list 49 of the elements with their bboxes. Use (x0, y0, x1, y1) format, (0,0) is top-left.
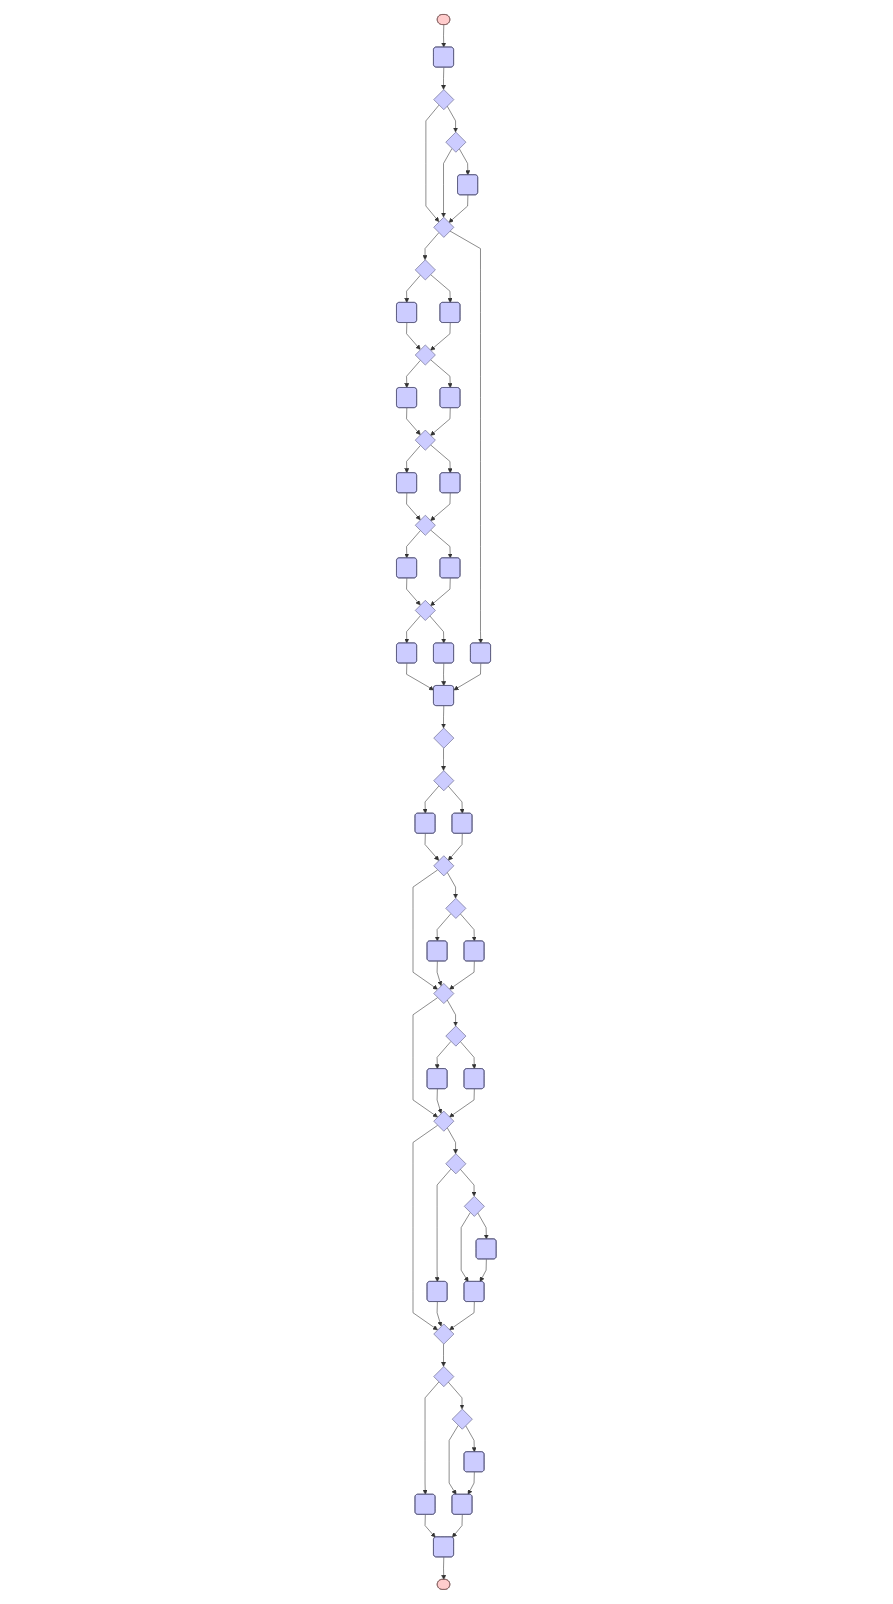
process-box (463, 1068, 485, 1089)
process-box (396, 472, 418, 494)
process-box (433, 642, 455, 664)
process-box (475, 1238, 497, 1260)
process-box (396, 302, 418, 323)
decision-diamond (415, 600, 436, 621)
decision-diamond (464, 1195, 485, 1217)
decision-diamond (445, 898, 467, 919)
process-box (439, 302, 461, 323)
decision-diamond (433, 1366, 455, 1387)
decision-diamond (415, 429, 436, 451)
process-box (426, 1281, 448, 1302)
decision-diamond (445, 131, 467, 153)
process-box (439, 472, 461, 494)
process-box (396, 387, 418, 408)
decision-diamond (433, 89, 455, 110)
process-box (414, 812, 436, 834)
process-box (439, 557, 461, 579)
process-box (457, 174, 479, 196)
terminal-oval (437, 14, 451, 25)
decision-diamond (415, 344, 436, 366)
process-box (463, 1451, 485, 1473)
decision-diamond (433, 983, 455, 1004)
decision-diamond (433, 727, 455, 749)
process-box (396, 642, 418, 664)
process-box (470, 642, 492, 664)
decision-diamond (433, 1323, 455, 1345)
decision-diamond (433, 216, 455, 238)
decision-diamond (433, 855, 455, 877)
process-box (426, 1068, 448, 1089)
process-box (451, 812, 473, 834)
decision-diamond (433, 1110, 455, 1132)
process-box (463, 940, 485, 962)
decision-diamond (415, 514, 436, 536)
process-box (396, 557, 418, 579)
process-box (463, 1281, 485, 1302)
process-box (439, 387, 461, 408)
decision-diamond (433, 770, 455, 792)
terminal-oval (437, 1579, 451, 1590)
process-box (426, 940, 448, 962)
decision-diamond (445, 1025, 467, 1047)
decision-diamond (452, 1408, 473, 1430)
process-box (433, 685, 455, 706)
process-box (451, 1493, 473, 1515)
process-box (414, 1493, 436, 1515)
process-box (433, 46, 455, 68)
decision-diamond (415, 259, 436, 281)
process-box (433, 1536, 455, 1558)
decision-diamond (445, 1153, 467, 1175)
